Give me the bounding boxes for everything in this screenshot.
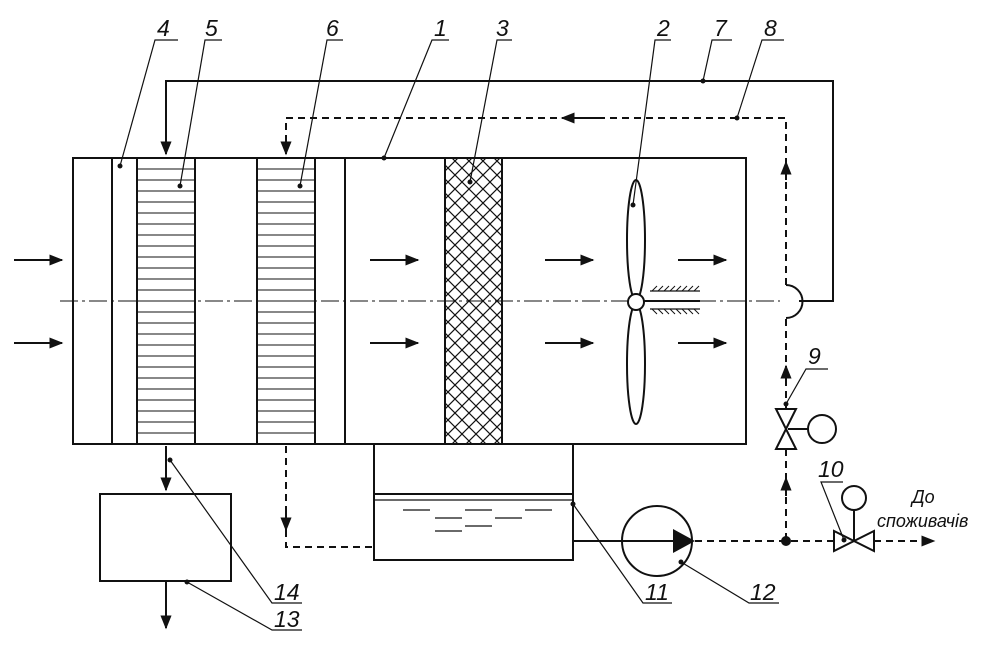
valve-icon [833,485,875,553]
leader-lines [117,39,847,631]
label-10: 10 [818,456,844,482]
label-4: 4 [157,15,170,41]
heat-exchanger-5 [136,157,196,445]
label-6: 6 [326,15,339,41]
tank [373,444,574,561]
label-5: 5 [205,15,218,41]
junction [781,536,791,546]
valve-icon [774,408,837,450]
consumers-label-line2: споживачів [877,511,968,531]
consumers-label-line1: До [910,487,935,507]
label-8: 8 [764,15,777,41]
label-13: 13 [274,606,300,632]
pipe-8 [280,112,787,285]
pump-icon [573,505,695,577]
label-7: 7 [714,15,728,41]
label-2: 2 [656,15,670,41]
label-14: 14 [274,579,300,605]
label-3: 3 [496,15,509,41]
riser [780,160,804,540]
drain-6 [285,446,372,548]
fan-icon [626,179,700,425]
label-12: 12 [750,579,776,605]
label-9: 9 [808,343,821,369]
label-11: 11 [645,579,669,605]
airflow-arrows [14,254,728,349]
label-1: 1 [434,15,447,41]
separator-13 [99,493,232,582]
pipe-7 [160,80,834,302]
